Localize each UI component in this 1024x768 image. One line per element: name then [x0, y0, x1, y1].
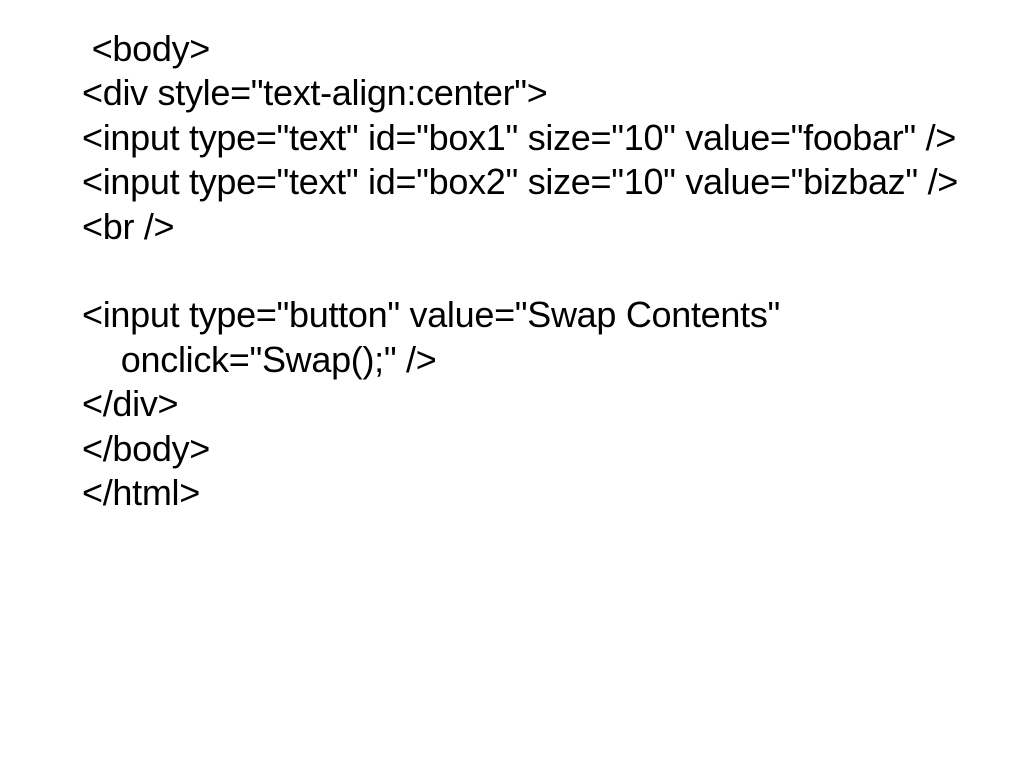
- code-line: <input type="button" value="Swap Content…: [82, 294, 780, 336]
- code-line: <input type="text" id="box1" size="10" v…: [82, 116, 957, 158]
- code-line: <br />: [82, 205, 175, 247]
- code-line: onclick="Swap();" />: [82, 338, 437, 380]
- code-line: </div>: [82, 383, 179, 425]
- code-line-blank: [82, 249, 958, 293]
- code-line: <div style="text-align:center">: [82, 72, 548, 114]
- code-line: </body>: [82, 427, 211, 469]
- code-block: <body> <div style="text-align:center"> <…: [82, 27, 958, 515]
- code-line: </html>: [82, 471, 200, 513]
- code-line: <body>: [82, 28, 211, 69]
- code-line: <input type="text" id="box2" size="10" v…: [82, 161, 958, 203]
